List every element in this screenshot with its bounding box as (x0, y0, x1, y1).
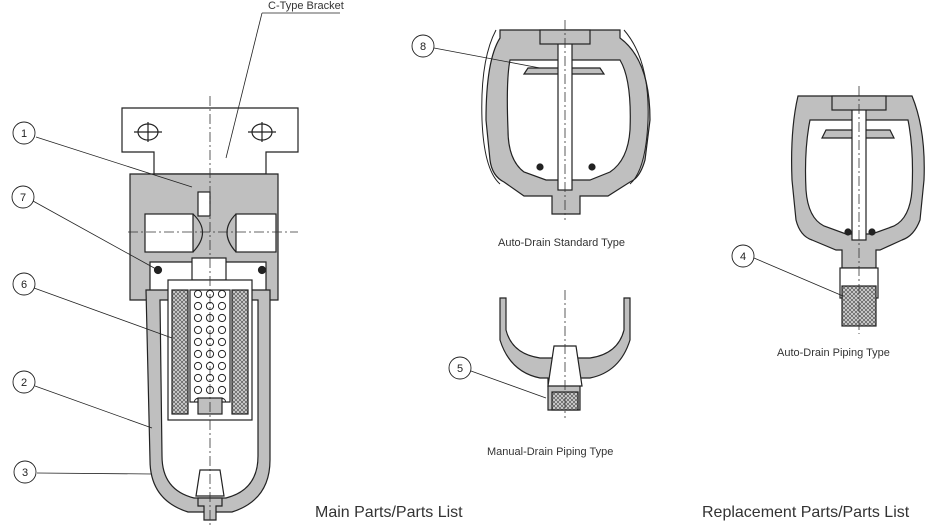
svg-text:6: 6 (21, 279, 27, 291)
callout-8: 8 (411, 34, 435, 58)
callout-4: 4 (731, 244, 755, 268)
callout-2: 2 (12, 370, 36, 394)
svg-text:4: 4 (740, 251, 746, 263)
label-replacement-parts-list: Replacement Parts/Parts List (702, 504, 910, 521)
svg-text:3: 3 (22, 467, 28, 479)
auto-drain-piping-drawing (791, 95, 925, 327)
label-c-type-bracket: C-Type Bracket (268, 0, 344, 12)
label-auto-drain-standard: Auto-Drain Standard Type (498, 237, 625, 249)
bracket-hole-left (134, 122, 162, 142)
callout-1: 1 (12, 121, 36, 145)
main-centerlines (128, 96, 298, 525)
main-drain (197, 497, 223, 521)
callout-6: 6 (12, 272, 36, 296)
svg-text:8: 8 (420, 41, 426, 53)
filter-head-body (129, 173, 279, 301)
svg-text:2: 2 (21, 377, 27, 389)
callout-5: 5 (448, 356, 472, 380)
svg-text:7: 7 (20, 192, 26, 204)
label-auto-drain-piping: Auto-Drain Piping Type (777, 347, 890, 359)
callout-leaders (32, 12, 844, 475)
callout-3: 3 (13, 460, 37, 484)
label-main-parts-list: Main Parts/Parts List (315, 504, 463, 521)
callout-7: 7 (11, 185, 35, 209)
outlet-port (235, 213, 277, 253)
auto-drain-standard-drawing (481, 29, 651, 215)
label-manual-drain-piping: Manual-Drain Piping Type (487, 446, 614, 458)
svg-text:1: 1 (21, 128, 27, 140)
bracket-hole-right (248, 122, 276, 142)
inlet-port (144, 213, 194, 253)
svg-text:5: 5 (457, 363, 463, 375)
